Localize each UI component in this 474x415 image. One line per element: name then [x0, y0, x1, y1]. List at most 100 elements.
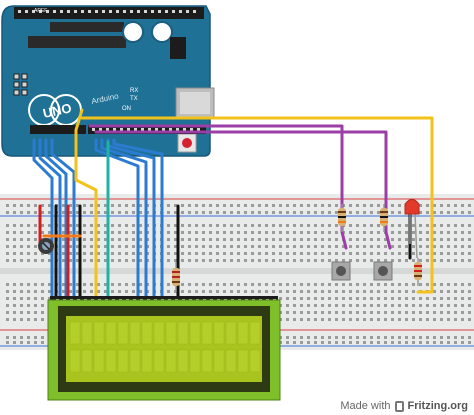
breadboard-hole	[440, 252, 443, 255]
lcd-cell	[117, 321, 129, 345]
breadboard-hole	[349, 238, 352, 241]
breadboard-hole	[258, 252, 261, 255]
voltage-regulator	[170, 37, 186, 59]
breadboard-hole	[433, 259, 436, 262]
breadboard-hole	[454, 283, 457, 286]
breadboard-hole	[251, 211, 254, 214]
lcd-cell	[93, 321, 105, 345]
breadboard-hole	[272, 231, 275, 234]
breadboard-hole	[6, 318, 9, 321]
breadboard-hole	[300, 283, 303, 286]
breadboard-hole	[307, 304, 310, 307]
breadboard-hole	[244, 211, 247, 214]
breadboard-hole	[272, 252, 275, 255]
breadboard-hole	[433, 224, 436, 227]
header-pin	[106, 128, 109, 131]
arduino-uno-logo: UNO	[42, 100, 73, 121]
breadboard-hole	[104, 245, 107, 248]
breadboard-hole	[258, 259, 261, 262]
breadboard-hole	[265, 290, 268, 293]
header-pin	[130, 10, 133, 13]
breadboard-hole	[349, 336, 352, 339]
breadboard-hole	[293, 252, 296, 255]
breadboard-hole	[307, 224, 310, 227]
breadboard-hole	[97, 231, 100, 234]
breadboard-hole	[195, 245, 198, 248]
breadboard-hole	[202, 252, 205, 255]
breadboard-hole	[48, 252, 51, 255]
breadboard-hole	[440, 259, 443, 262]
breadboard-hole	[104, 204, 107, 207]
breadboard-hole	[139, 238, 142, 241]
lcd-cell	[141, 349, 153, 373]
breadboard-hole	[69, 283, 72, 286]
breadboard-hole	[363, 304, 366, 307]
breadboard-hole	[181, 283, 184, 286]
breadboard-hole	[62, 259, 65, 262]
header-pin	[186, 10, 189, 13]
breadboard-hole	[48, 211, 51, 214]
breadboard-hole	[384, 311, 387, 314]
breadboard-hole	[447, 238, 450, 241]
red-led	[404, 199, 420, 259]
breadboard-hole	[447, 224, 450, 227]
breadboard-hole	[363, 252, 366, 255]
breadboard-hole	[167, 204, 170, 207]
breadboard-hole	[300, 336, 303, 339]
breadboard-hole	[440, 211, 443, 214]
breadboard-hole	[237, 283, 240, 286]
breadboard-hole	[62, 231, 65, 234]
header-pin	[67, 10, 70, 13]
breadboard-hole	[174, 252, 177, 255]
breadboard-hole	[321, 318, 324, 321]
breadboard-hole	[405, 224, 408, 227]
breadboard-hole	[48, 297, 51, 300]
breadboard-hole	[223, 231, 226, 234]
breadboard-hole	[20, 311, 23, 314]
breadboard-hole	[258, 204, 261, 207]
breadboard-hole	[293, 204, 296, 207]
breadboard-hole	[167, 259, 170, 262]
breadboard-hole	[237, 224, 240, 227]
breadboard-hole	[251, 245, 254, 248]
breadboard-hole	[13, 297, 16, 300]
breadboard-hole	[356, 204, 359, 207]
breadboard-hole	[454, 290, 457, 293]
wire-yellow-lcd	[74, 108, 98, 299]
breadboard-hole	[461, 304, 464, 307]
breadboard-hole	[307, 259, 310, 262]
breadboard-hole	[293, 238, 296, 241]
breadboard-hole	[356, 297, 359, 300]
breadboard-hole	[27, 238, 30, 241]
breadboard-hole	[328, 297, 331, 300]
breadboard-hole	[202, 231, 205, 234]
lcd-16x2-display	[47, 296, 281, 401]
breadboard-hole	[286, 259, 289, 262]
breadboard-hole	[286, 231, 289, 234]
breadboard-hole	[13, 238, 16, 241]
lcd-cell	[129, 349, 141, 373]
breadboard-hole	[223, 204, 226, 207]
breadboard-hole	[223, 259, 226, 262]
breadboard-hole	[125, 245, 128, 248]
lcd-cell	[249, 349, 261, 373]
breadboard-hole	[41, 290, 44, 293]
breadboard-hole	[223, 245, 226, 248]
breadboard-hole	[20, 259, 23, 262]
breadboard-hole	[104, 290, 107, 293]
lcd-character-cells	[69, 321, 261, 373]
breadboard-hole	[181, 211, 184, 214]
breadboard-hole	[132, 224, 135, 227]
breadboard-hole	[6, 211, 9, 214]
breadboard-hole	[412, 304, 415, 307]
breadboard-hole	[356, 290, 359, 293]
breadboard-hole	[188, 238, 191, 241]
breadboard-hole	[195, 224, 198, 227]
breadboard-hole	[314, 283, 317, 286]
breadboard-hole	[314, 204, 317, 207]
breadboard-hole	[13, 283, 16, 286]
breadboard-hole	[433, 318, 436, 321]
breadboard-hole	[209, 290, 212, 293]
breadboard-hole	[454, 252, 457, 255]
breadboard-hole	[426, 336, 429, 339]
